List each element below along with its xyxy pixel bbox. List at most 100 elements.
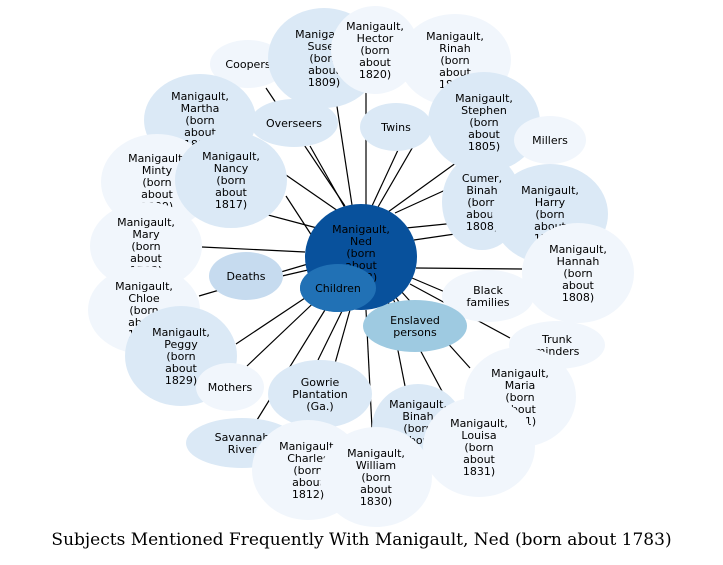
node-martha-label-line: Martha <box>181 102 220 115</box>
node-stephen-label-line: Stephen <box>461 104 507 117</box>
node-coopers-label-line: Coopers <box>225 58 270 71</box>
node-chloe-label-line: Manigault, <box>115 280 173 293</box>
network-diagram: CoopersManigault,Susey(bornabout1809)Man… <box>88 6 634 527</box>
node-hannah-label-line: (born <box>563 267 592 280</box>
node-rinah-label-line: (born <box>440 54 469 67</box>
node-millers-bubble <box>514 116 586 164</box>
node-nancy-label-line: Manigault, <box>202 150 260 163</box>
edge-deaths <box>281 269 309 277</box>
node-deaths-bubble <box>209 252 283 300</box>
node-louisa-label-line: (born <box>464 441 493 454</box>
node-children-top[interactable]: Children <box>300 264 376 312</box>
node-martha-label-line: about <box>184 126 216 139</box>
edge-stephen <box>387 159 461 213</box>
node-peggy-label-line: Peggy <box>164 338 198 351</box>
node-overseers[interactable]: Overseers <box>250 99 338 147</box>
node-rinah-label-line: Manigault, <box>426 30 484 43</box>
node-black-families-label-line: families <box>467 296 510 309</box>
node-louisa-label-line: 1831) <box>463 465 495 478</box>
node-minty-label-line: Manigault, <box>128 152 186 165</box>
node-maria-label-line: (born <box>505 391 534 404</box>
node-savannah-label-line: Savannah <box>215 431 270 444</box>
node-peggy-label-line: 1829) <box>165 374 197 387</box>
node-harry-label-line: (born <box>535 208 564 221</box>
node-stephen-label-line: about <box>468 128 500 141</box>
node-millers[interactable]: Millers <box>514 116 586 164</box>
node-nancy-label-line: 1817) <box>215 198 247 211</box>
node-minty-label-line: Minty <box>142 164 173 177</box>
center-node-label-line: (born <box>346 247 375 260</box>
node-enslaved-label-line: persons <box>393 326 437 339</box>
node-deaths-label-line: Deaths <box>227 270 266 283</box>
node-twins-label-line: Twins <box>380 121 411 134</box>
node-overseers-label-line: Overseers <box>266 117 322 130</box>
node-coopers-bubble <box>210 40 286 88</box>
node-hannah-label-line: Manigault, <box>549 243 607 256</box>
node-louisa-label-line: Manigault, <box>450 417 508 430</box>
node-minty-label-line: (born <box>142 176 171 189</box>
node-mothers-label-line: Mothers <box>208 381 253 394</box>
node-mothers-bubble <box>196 363 264 411</box>
node-overseers-bubble <box>250 99 338 147</box>
node-peggy-label-line: (born <box>166 350 195 363</box>
node-nancy-bubble <box>175 132 287 228</box>
node-maria-label-line: Manigault, <box>491 367 549 380</box>
node-gowrie-label-line: Gowrie <box>301 376 340 389</box>
node-mary-label-line: Mary <box>132 228 160 241</box>
node-hannah-bubble <box>522 223 634 323</box>
node-charles-label-line: 1812) <box>292 488 324 501</box>
node-louisa-label-line: Louisa <box>461 429 496 442</box>
node-william-label-line: Manigault, <box>347 447 405 460</box>
node-binah-cumer-label-line: 1808) <box>466 220 498 233</box>
node-binah-m-label-line: (born <box>403 422 432 435</box>
node-gowrie-label-line: (Ga.) <box>306 400 333 413</box>
node-nancy-label-line: Nancy <box>214 162 249 175</box>
node-william-label-line: (born <box>361 471 390 484</box>
node-hannah-label-line: about <box>562 279 594 292</box>
edge-susey <box>335 99 353 206</box>
node-trunk-label-line: Trunk <box>541 333 573 346</box>
node-deaths[interactable]: Deaths <box>209 252 283 300</box>
node-chloe-label-line: Chloe <box>128 292 159 305</box>
node-binah-m-label-line: Binah <box>402 410 433 423</box>
node-rinah-label-line: Rinah <box>439 42 470 55</box>
node-stephen-label-line: Manigault, <box>455 92 513 105</box>
node-minty-label-line: about <box>141 188 173 201</box>
node-william-label-line: about <box>360 483 392 496</box>
node-hannah-label-line: 1808) <box>562 291 594 304</box>
node-mothers[interactable]: Mothers <box>196 363 264 411</box>
node-twins[interactable]: Twins <box>360 103 432 151</box>
edge-mary <box>201 246 306 253</box>
node-binah-cumer-label-line: about <box>466 208 498 221</box>
node-enslaved-label-line: Enslaved <box>390 314 440 327</box>
center-node-label-line: Ned <box>350 235 372 248</box>
edge-black-families <box>411 277 446 293</box>
node-mary-label-line: about <box>130 252 162 265</box>
node-maria-label-line: Maria <box>505 379 536 392</box>
node-susey-label-line: about <box>308 64 340 77</box>
node-twins-bubble <box>360 103 432 151</box>
node-black-families-bubble <box>442 270 534 322</box>
node-hector-bubble <box>331 6 419 94</box>
node-coopers[interactable]: Coopers <box>210 40 286 88</box>
node-peggy-label-line: Manigault, <box>152 326 210 339</box>
node-stephen-bubble <box>428 72 540 172</box>
edge-hannah <box>415 267 523 270</box>
node-stephen-label-line: (born <box>469 116 498 129</box>
node-martha-label-line: Manigault, <box>171 90 229 103</box>
edge-gowrie <box>317 304 346 361</box>
node-gowrie-label-line: Plantation <box>292 388 348 401</box>
node-hector-label-line: Hector <box>357 32 394 45</box>
node-hannah-label-line: Hannah <box>557 255 600 268</box>
node-nancy-label-line: about <box>215 186 247 199</box>
